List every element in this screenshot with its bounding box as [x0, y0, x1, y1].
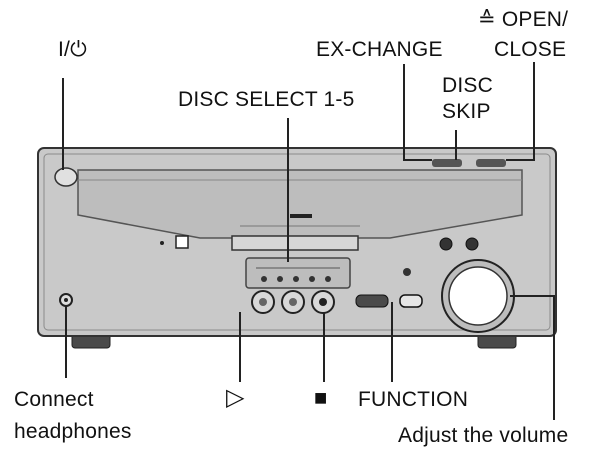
power-button[interactable]	[54, 167, 78, 187]
tuning-knob-left[interactable]	[439, 237, 453, 251]
tuning-buttons[interactable]	[355, 294, 389, 308]
sound-button[interactable]	[403, 268, 411, 276]
callout-lines	[62, 62, 555, 420]
disc-select-panel	[245, 257, 351, 289]
headphones-label-line2: headphones	[14, 420, 132, 443]
headphones-label-line1: Connect	[14, 388, 94, 411]
disc-skip-label-line2: SKIP	[442, 100, 491, 123]
display-window	[231, 235, 359, 251]
power-label: I/⏻	[58, 38, 87, 61]
disc-select-label: DISC SELECT 1-5	[178, 88, 355, 111]
volume-label: Adjust the volume	[398, 424, 569, 447]
function-button[interactable]	[399, 294, 423, 308]
disc-tray	[77, 169, 523, 239]
open-close-label-line2: CLOSE	[494, 38, 567, 61]
function-label: FUNCTION	[358, 388, 469, 411]
tuning-knob-right[interactable]	[465, 237, 479, 251]
disc-skip-label-line1: DISC	[442, 74, 493, 97]
ex-change-button[interactable]	[432, 159, 462, 167]
unit-bezel	[43, 153, 551, 331]
tray-slot	[290, 214, 312, 218]
disc-skip-button[interactable]	[476, 159, 506, 167]
stop-icon: ■	[314, 385, 328, 410]
volume-knob[interactable]	[448, 266, 508, 326]
disc-select-buttons[interactable]	[261, 276, 331, 282]
ir-sensor	[175, 235, 189, 249]
indicator-dot	[160, 241, 164, 245]
open-close-label-line1: ≙ OPEN/	[478, 8, 569, 31]
play-icon: ▷	[226, 384, 245, 411]
ex-change-label: EX-CHANGE	[316, 38, 443, 61]
